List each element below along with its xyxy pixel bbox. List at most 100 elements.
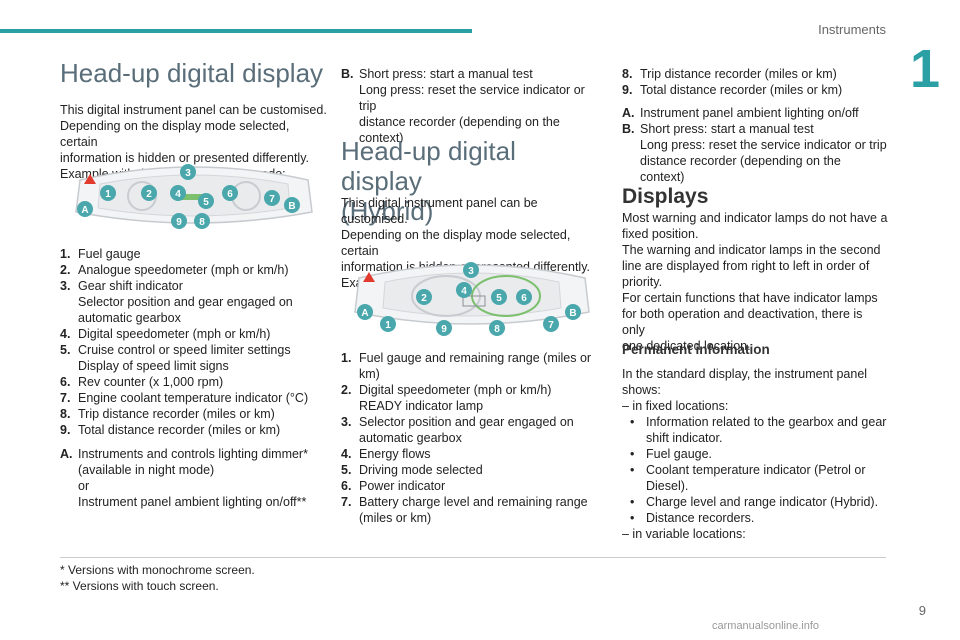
legend-number: 5. (341, 463, 352, 477)
legend-number: B. (622, 122, 635, 136)
legend-line: Long press: reset the service indicator … (640, 138, 887, 152)
legend-item: 6. Power indicator (341, 478, 603, 494)
legend-text: Instrument panel ambient lighting on/off (640, 105, 888, 121)
legend-line: km) (359, 367, 380, 381)
para-line: line are displayed from right to left in… (622, 259, 870, 273)
legend-number: 4. (341, 447, 352, 461)
legend-text: Trip distance recorder (miles or km) (640, 66, 888, 82)
legend-line: automatic gearbox (359, 431, 462, 445)
legend-line: distance recorder (depending on the cont… (640, 154, 841, 184)
legend-line: Gear shift indicator (78, 279, 183, 293)
badge-2: 2 (421, 293, 427, 304)
legend-number: 9. (60, 423, 71, 437)
bullet-line: shift indicator. (646, 431, 723, 445)
bullet-mark: • (630, 447, 635, 461)
intro-line: This digital instrument panel can be cus… (60, 103, 327, 117)
legend-item: 4. Energy flows (341, 446, 603, 462)
legend-text: Power indicator (359, 478, 603, 494)
footnotes: * Versions with monochrome screen. ** Ve… (60, 562, 255, 594)
legend-line: Long press: reset the service indicator … (359, 83, 585, 113)
heading-head-up-display: Head-up digital display (60, 58, 324, 88)
badge-b: B (569, 308, 576, 319)
bullet-text: Coolant temperature indicator (Petrol or… (646, 462, 866, 494)
legend-item: 9.Total distance recorder (miles or km) (622, 82, 888, 98)
legend-list-controls: A.Instruments and controls lighting dimm… (60, 446, 328, 510)
legend-line: Rev counter (x 1,000 rpm) (78, 375, 224, 389)
bullet-line: Information related to the gearbox and g… (646, 415, 887, 429)
legend-line: or (78, 479, 90, 493)
legend-text: Analogue speedometer (mph or km/h) (78, 262, 328, 278)
badge-3: 3 (468, 266, 474, 277)
badge-3: 3 (185, 168, 191, 179)
legend-text: Cruise control or speed limiter settings… (78, 342, 328, 374)
legend-number: 2. (341, 383, 352, 397)
watermark: carmanualsonline.info (712, 620, 820, 632)
legend-item: 7. Battery charge level and remaining ran… (341, 494, 603, 526)
bullet-mark: • (630, 463, 635, 477)
badge-7: 7 (269, 194, 275, 205)
badge-a: A (361, 308, 368, 319)
heading-line: (Hybrid) (341, 196, 434, 226)
badge-8: 8 (494, 324, 500, 335)
legend-item: 8.Trip distance recorder (miles or km) (622, 66, 888, 82)
para-line: The warning and indicator lamps in the s… (622, 243, 881, 257)
legend-line: Instruments and controls lighting dimmer… (78, 447, 308, 461)
bullet-text: Information related to the gearbox and g… (646, 414, 886, 446)
legend-item: 8.Trip distance recorder (miles or km) (60, 406, 328, 422)
section-title: Instruments (818, 22, 886, 37)
legend-number: 2. (60, 263, 71, 277)
legend-text: Instruments and controls lighting dimmer… (78, 446, 328, 510)
legend-line: Short press: start a manual test (359, 67, 533, 81)
legend-item: 5. Driving mode selected (341, 462, 603, 478)
heading-line: Head-up digital display (341, 136, 516, 196)
legend-line: Analogue speedometer (mph or km/h) (78, 263, 289, 277)
badge-4: 4 (175, 189, 181, 200)
badge-1: 1 (385, 320, 391, 331)
legend-line: Digital speedometer (mph or km/h) (359, 383, 552, 397)
legend-line: Short press: start a manual test (640, 122, 814, 136)
legend-number: B. (341, 67, 354, 81)
bullet-mark: • (630, 495, 635, 509)
legend-line: Selector position and gear engaged on (359, 415, 574, 429)
legend-number: 9. (622, 83, 633, 97)
legend-number: 7. (341, 495, 352, 509)
dash-item: – in fixed locations: (622, 399, 729, 413)
intro-line: Depending on the display mode selected, … (60, 119, 290, 149)
legend-line: distance recorder (depending on the cont… (359, 115, 560, 145)
legend-number: 5. (60, 343, 71, 357)
bullet-line: Distance recorders. (646, 511, 755, 525)
badge-6: 6 (227, 189, 233, 200)
legend-line: Battery charge level and remaining range (359, 495, 588, 509)
legend-line: Cruise control or speed limiter settings (78, 343, 291, 357)
legend-text: Selector position and gear engaged on aut… (359, 414, 603, 446)
badge-5: 5 (496, 293, 502, 304)
displays-paragraph: Most warning and indicator lamps do not … (622, 210, 888, 354)
bullet-mark: • (630, 511, 635, 525)
para-line: In the standard display, the instrument … (622, 367, 868, 381)
para-line: one dedicated location. (622, 339, 751, 353)
legend-text: Digital speedometer (mph or km/h) (78, 326, 328, 342)
legend-number: 7. (60, 391, 71, 405)
badge-4: 4 (461, 286, 467, 297)
footnote: ** Versions with touch screen. (60, 579, 219, 593)
legend-line: (miles or km) (359, 511, 432, 525)
intro-line: information is hidden or presented diffe… (60, 151, 309, 165)
legend-item: 1.Fuel gauge and remaining range (miles … (341, 350, 603, 382)
bullet-item: •Information related to the gearbox and … (630, 414, 888, 446)
permanent-info-text: In the standard display, the instrument … (622, 366, 888, 542)
legend-item: A.Instruments and controls lighting dimm… (60, 446, 328, 510)
bullet-line: Coolant temperature indicator (Petrol or (646, 463, 866, 477)
legend-text: Driving mode selected (359, 462, 603, 478)
legend-text: Trip distance recorder (miles or km) (78, 406, 328, 422)
legend-list-energie: 1.Fuel gauge and remaining range (miles … (341, 350, 603, 526)
legend-number: 6. (341, 479, 352, 493)
bullet-text: Charge level and range indicator (Hybrid… (646, 494, 878, 510)
legend-line: Fuel gauge (78, 247, 141, 261)
para-line: for both operation and deactivation, the… (622, 307, 863, 337)
footnote: * Versions with monochrome screen. (60, 563, 255, 577)
intro-line: This digital instrument panel can be cus… (341, 196, 538, 226)
legend-line: Energy flows (359, 447, 431, 461)
